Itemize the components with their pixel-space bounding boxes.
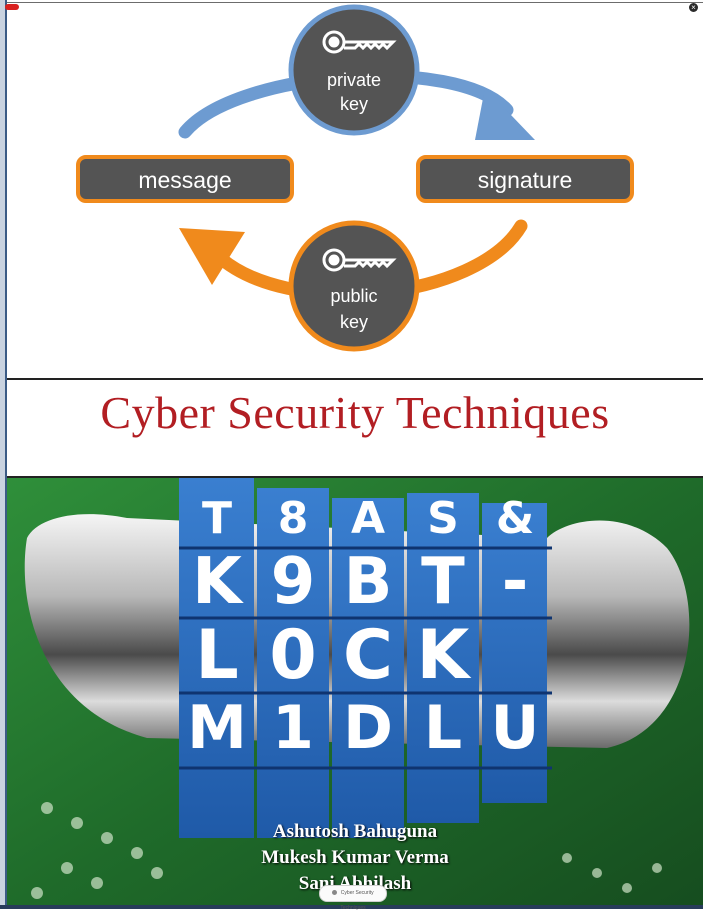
lock-letter: A xyxy=(351,493,385,544)
lock-letter: 0 xyxy=(269,616,316,695)
lock-letter: M xyxy=(187,693,247,763)
key-icon-top xyxy=(322,30,397,54)
lock-letter: B xyxy=(344,545,393,619)
lock-letter: T xyxy=(202,493,232,544)
blue-arrowhead xyxy=(475,88,535,140)
book-cover: private key public key message signature… xyxy=(7,0,703,909)
orange-arrowhead xyxy=(179,228,245,285)
public-key-line1: public xyxy=(330,286,377,306)
message-pill xyxy=(76,155,294,203)
public-key-circle xyxy=(288,220,420,352)
bottom-bar xyxy=(0,905,703,909)
title-top-rule xyxy=(7,378,703,380)
signature-label: signature xyxy=(478,167,573,193)
title-bottom-rule xyxy=(7,476,703,478)
author-2: Mukesh Kumar Verma xyxy=(261,847,449,868)
lock-letter: K xyxy=(192,545,244,619)
lock-letter: K xyxy=(417,616,472,695)
diagram-svg: private key public key message signature xyxy=(76,4,634,352)
private-key-line2: key xyxy=(340,94,368,114)
lock-dial-separators xyxy=(179,546,552,770)
lock-letter: S xyxy=(427,493,459,544)
lock-letter: 1 xyxy=(272,693,314,763)
left-scroll-gutter xyxy=(0,0,7,909)
top-rule xyxy=(7,2,703,3)
lock-letter: L xyxy=(424,693,462,763)
private-key-circle xyxy=(288,4,420,136)
author-1: Ashutosh Bahuguna xyxy=(272,821,438,842)
circuit-dots xyxy=(31,802,662,899)
signature-pill xyxy=(416,155,634,203)
close-icon[interactable]: × xyxy=(689,3,698,12)
title-band xyxy=(7,380,703,476)
left-edge-line xyxy=(5,0,7,909)
lock-letter: T xyxy=(421,545,465,619)
tooltip-text: Cyber Security Techniques xyxy=(340,890,374,911)
page-tooltip: Cyber Security Techniques xyxy=(319,885,387,911)
lock-letter: 8 xyxy=(278,493,309,544)
key-icon-bottom xyxy=(322,248,397,272)
public-key-line2: key xyxy=(340,312,368,332)
lock-letter: U xyxy=(491,693,540,763)
tooltip-dot-icon xyxy=(332,890,338,896)
pdf-badge-icon xyxy=(5,4,19,10)
lock-letter: 9 xyxy=(271,545,316,619)
message-label: message xyxy=(138,167,231,193)
lock-letter: L xyxy=(195,616,238,695)
signature-diagram: private key public key message signature xyxy=(7,0,703,378)
lock-letter: & xyxy=(496,493,534,544)
private-key-line1: private xyxy=(327,70,381,90)
book-title: Cyber Security Techniques xyxy=(100,387,610,438)
lock-letter: D xyxy=(343,693,393,763)
lock-letter: C xyxy=(343,616,393,695)
lock-letter: - xyxy=(502,545,529,619)
